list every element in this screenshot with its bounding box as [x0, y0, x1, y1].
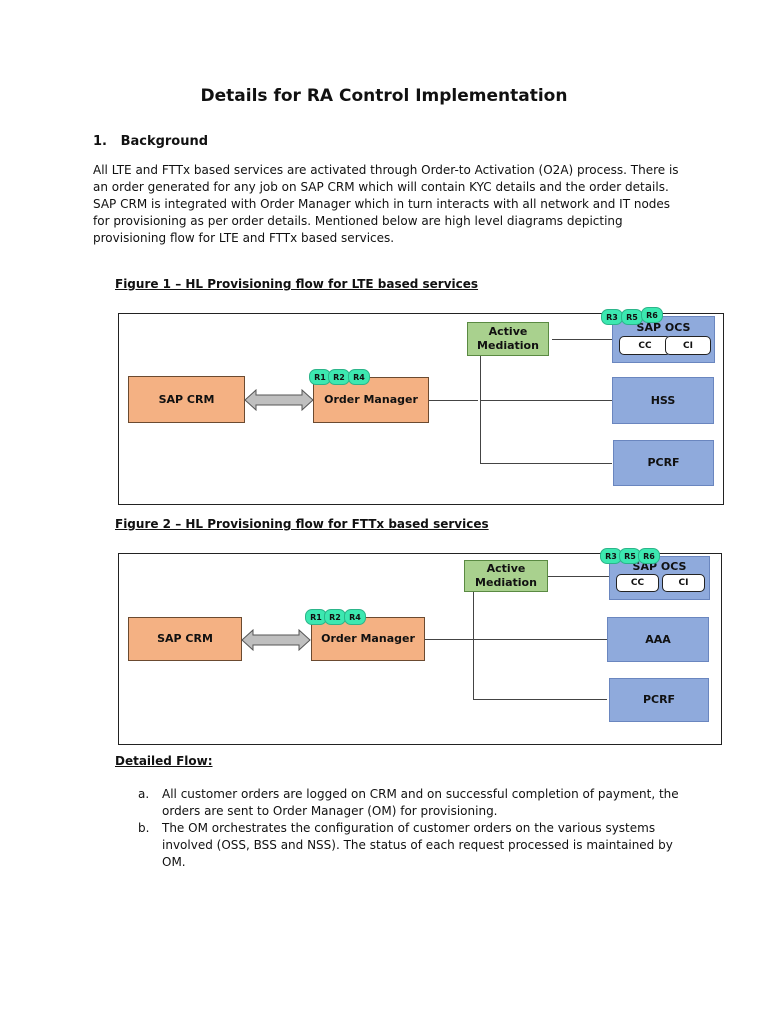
badge-r4: R4: [348, 369, 370, 385]
document-title: Details for RA Control Implementation: [200, 86, 568, 106]
active-mediation-box: Active Mediation: [467, 322, 549, 356]
pcrf-connector: [473, 699, 607, 700]
list-text: The OM orchestrates the configuration of…: [162, 821, 673, 869]
figure2-caption: Figure 2 – HL Provisioning flow for FTTx…: [115, 517, 489, 531]
vertical-connector: [473, 592, 474, 699]
section-title: Background: [120, 134, 209, 149]
detailed-flow-heading: Detailed Flow:: [115, 754, 213, 768]
sap-crm-box: SAP CRM: [128, 617, 242, 661]
hss-box: HSS: [612, 377, 714, 424]
bidirectional-arrow-icon: [244, 389, 314, 411]
list-item: a. All customer orders are logged on CRM…: [138, 786, 698, 820]
figure2-diagram: SAP CRM Order Manager Active Mediation S…: [118, 548, 722, 745]
order-manager-box: Order Manager: [313, 377, 429, 423]
pcrf-box: PCRF: [613, 440, 714, 486]
ocs-connector: [547, 576, 609, 577]
sap-ocs-label: SAP OCS: [636, 321, 691, 334]
section-number: 1.: [93, 134, 107, 149]
ci-pill: CI: [662, 574, 705, 592]
list-marker: b.: [138, 821, 150, 835]
aaa-box: AAA: [607, 617, 709, 662]
vertical-connector: [480, 356, 481, 464]
badge-r1: R1: [309, 369, 331, 385]
section-heading: 1. Background: [93, 134, 208, 149]
active-mediation-box: Active Mediation: [464, 560, 548, 592]
badge-r2: R2: [328, 369, 350, 385]
badge-r6: R6: [638, 548, 660, 564]
badge-r3: R3: [601, 309, 623, 325]
list-marker: a.: [138, 787, 150, 801]
pcrf-connector: [480, 463, 612, 464]
cc-pill: CC: [619, 336, 671, 355]
om-connector: [425, 639, 473, 640]
om-connector: [428, 400, 478, 401]
figure1-diagram: SAP CRM Order Manager Active Mediation S…: [118, 307, 724, 505]
badge-r2: R2: [324, 609, 346, 625]
background-paragraph: All LTE and FTTx based services are acti…: [93, 163, 679, 245]
badge-r4: R4: [344, 609, 366, 625]
hss-connector: [480, 400, 612, 401]
pcrf-box: PCRF: [609, 678, 709, 722]
badge-r5: R5: [621, 309, 643, 325]
aaa-connector: [473, 639, 607, 640]
sap-crm-box: SAP CRM: [128, 376, 245, 423]
bidirectional-arrow-icon: [241, 629, 311, 651]
badge-r6: R6: [641, 307, 663, 323]
list-item: b. The OM orchestrates the configuration…: [138, 820, 698, 871]
ci-pill: CI: [665, 336, 711, 355]
ocs-connector: [552, 339, 612, 340]
figure1-caption: Figure 1 – HL Provisioning flow for LTE …: [115, 277, 479, 291]
cc-pill: CC: [616, 574, 659, 592]
list-text: All customer orders are logged on CRM an…: [162, 787, 679, 818]
